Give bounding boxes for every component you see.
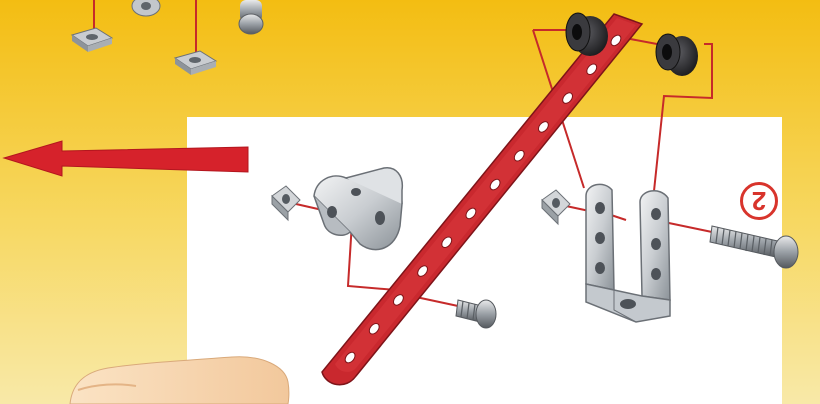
bolt-icon	[239, 0, 263, 34]
white-panel	[187, 117, 782, 404]
nut-icon	[132, 0, 160, 16]
step-number-badge: 2	[740, 182, 778, 220]
